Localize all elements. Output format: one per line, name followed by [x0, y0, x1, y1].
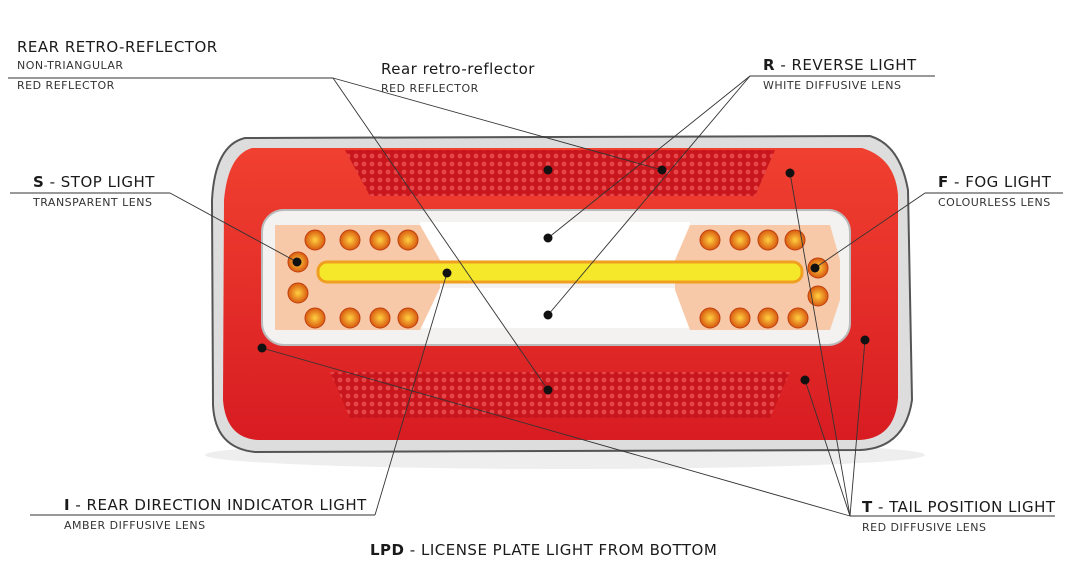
leader-line [547, 75, 751, 316]
label-retro-reflector: Rear retro-reflector Red reflector [381, 60, 535, 95]
leader-dot [657, 165, 667, 175]
reverse-light-top [420, 222, 690, 260]
leader-line [169, 192, 298, 263]
label-sub: Colourless lens [938, 196, 1051, 209]
label-title: - License plate light from bottom [404, 541, 718, 559]
led [339, 229, 361, 251]
led [287, 282, 309, 304]
label-sub: Red reflector [17, 79, 115, 92]
label-title: - Reverse light [775, 56, 917, 74]
led [757, 229, 779, 251]
label-code: I [64, 496, 71, 514]
leader-line [332, 77, 663, 171]
bottom-reflector [330, 372, 790, 418]
led [397, 307, 419, 329]
led [729, 229, 751, 251]
led [699, 307, 721, 329]
led [304, 307, 326, 329]
leader-dot [543, 233, 553, 243]
led [304, 229, 326, 251]
led [339, 307, 361, 329]
led [369, 307, 391, 329]
label-stop-light: S - Stop light Transparent lens [33, 173, 155, 209]
led [807, 285, 829, 307]
label-code: S [33, 173, 45, 191]
direction-indicator-bar [316, 260, 804, 284]
leader-line [261, 347, 851, 517]
label-reverse-light: R - Reverse light White diffusive lens [763, 56, 917, 92]
leader-dot [860, 335, 870, 345]
leader-line [789, 172, 851, 517]
leader-dot [543, 310, 553, 320]
led-array [287, 229, 829, 329]
label-sub: Non-triangular [17, 59, 124, 72]
label-code: F [938, 173, 949, 191]
label-tail-position-light: T - Tail position light Red diffusive le… [862, 498, 1056, 534]
leader-line [849, 339, 866, 517]
label-fog-light: F - Fog light Colourless lens [938, 173, 1051, 209]
label-title: Rear retro-reflector [381, 60, 535, 78]
leader-dot [257, 343, 267, 353]
led [784, 229, 806, 251]
label-title: - Stop light [44, 173, 155, 191]
leader-dot [785, 168, 795, 178]
leader-dot [292, 257, 302, 267]
led [699, 229, 721, 251]
led [729, 307, 751, 329]
leader-lines [8, 75, 1063, 517]
label-title: - Tail position light [872, 498, 1056, 516]
leader-line [814, 192, 926, 269]
top-reflector [345, 150, 775, 196]
label-title: - Rear direction indicator light [70, 496, 367, 514]
leader-dot [810, 263, 820, 273]
leader-line [804, 379, 851, 517]
label-license-plate-light: LPD - License plate light from bottom [370, 541, 717, 559]
led [757, 307, 779, 329]
leader-dot [800, 375, 810, 385]
leader-dots [257, 165, 870, 395]
label-code: T [862, 498, 873, 516]
label-sub: Red reflector [381, 82, 479, 95]
led [397, 229, 419, 251]
leader-dot [543, 385, 553, 395]
leader-line [547, 75, 751, 239]
label-sub: Amber diffusive lens [64, 519, 206, 532]
leader-dot [543, 165, 553, 175]
label-sub: Red diffusive lens [862, 521, 987, 534]
label-retro-reflector-nontriangular: Rear retro-reflector Non-triangular Red … [17, 38, 218, 92]
leader-line [374, 272, 448, 516]
label-code: R [763, 56, 776, 74]
label-sub: White diffusive lens [763, 79, 902, 92]
leader-dot [442, 268, 452, 278]
leader-line [332, 77, 549, 391]
label-sub: Transparent lens [33, 196, 153, 209]
led [369, 229, 391, 251]
reverse-light-bottom [420, 288, 690, 328]
label-code: LPD [370, 541, 405, 559]
label-title: Rear retro-reflector [17, 38, 218, 56]
label-title: - Fog light [948, 173, 1052, 191]
led [787, 307, 809, 329]
label-direction-indicator: I - Rear direction indicator light Amber… [64, 496, 367, 532]
